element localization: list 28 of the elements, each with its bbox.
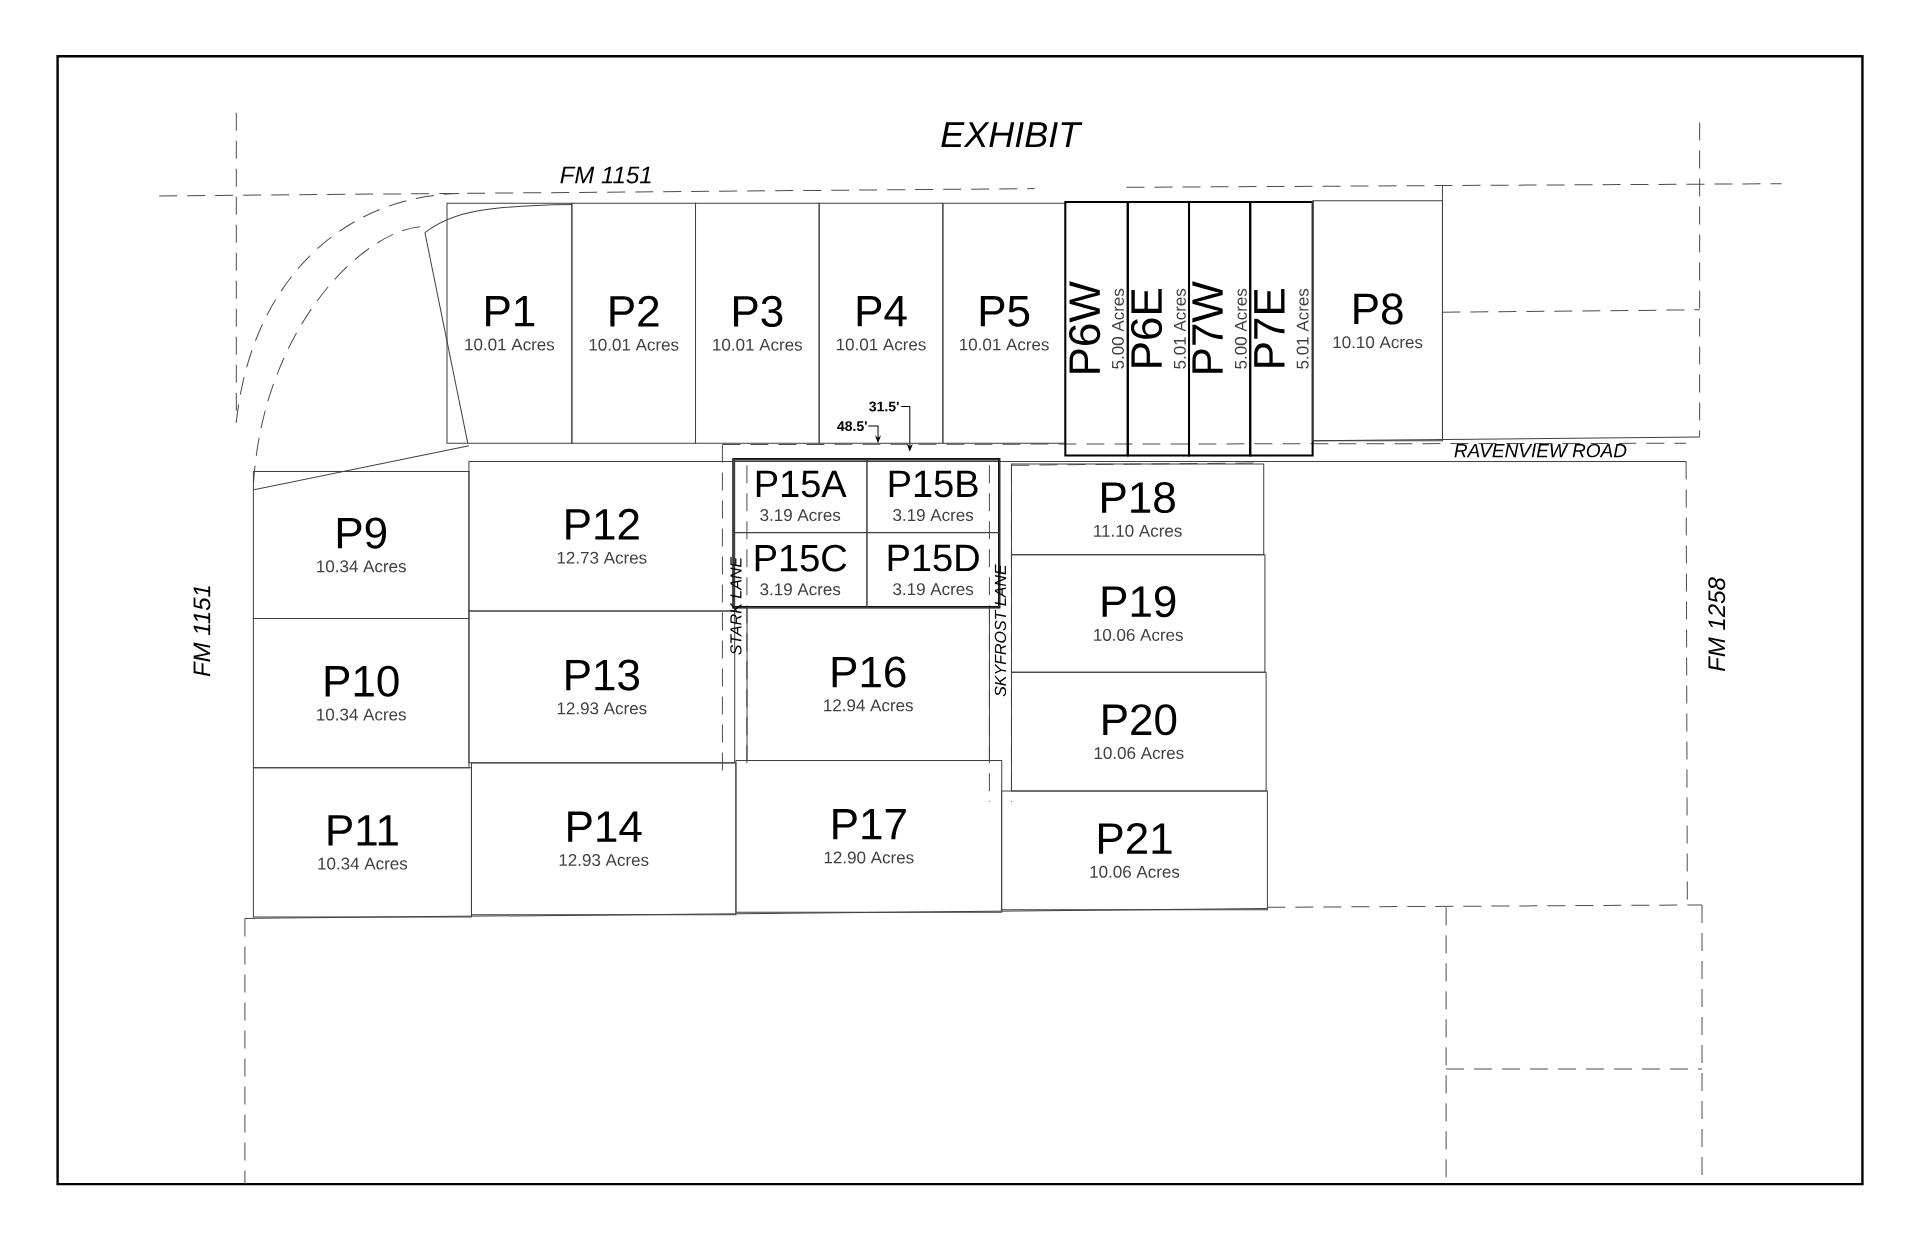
- parcel: P17 12.90 Acres: [735, 759, 1003, 913]
- parcel: P6W 5.00 Acres: [1064, 201, 1129, 457]
- parcel: P3 10.01 Acres: [695, 202, 820, 444]
- parcel: P6E 5.01 Acres: [1126, 201, 1190, 457]
- road-label: FM 1151: [193, 586, 211, 677]
- title: EXHIBIT: [941, 122, 1083, 148]
- parcel: P2 10.01 Acres: [571, 202, 696, 444]
- parcel: P14 12.93 Acres: [471, 762, 737, 916]
- parcel: P18 11.10 Acres: [1011, 463, 1265, 556]
- parcel: P20 10.06 Acres: [1011, 671, 1267, 792]
- parcel: P16 12.94 Acres: [746, 606, 990, 761]
- parcel: P10 10.34 Acres: [252, 617, 470, 769]
- parcel: P15B 3.19 Acres: [866, 458, 1000, 534]
- road-label: FM 1151: [560, 166, 651, 184]
- parcel: P7E 5.01 Acres: [1249, 201, 1314, 457]
- parcel: P5 10.01 Acres: [942, 202, 1066, 444]
- road-label: RAVENVIEW ROAD: [1454, 443, 1627, 458]
- road-label: FM 1258: [1708, 577, 1726, 672]
- parcel: P9 10.34 Acres: [252, 470, 470, 619]
- parcel: P21 10.06 Acres: [1001, 790, 1268, 911]
- parcel: P7W 5.00 Acres: [1188, 201, 1252, 457]
- parcel: P8 10.10 Acres: [1312, 200, 1444, 442]
- dimension-label: 31.5': [869, 401, 899, 412]
- dimension-label: 48.5': [837, 421, 867, 432]
- parcel: P15A 3.19 Acres: [733, 458, 868, 534]
- parcel: P1 10.01 Acres: [446, 202, 573, 444]
- parcel: P19 10.06 Acres: [1011, 554, 1266, 673]
- parcel: P11 10.34 Acres: [252, 767, 472, 918]
